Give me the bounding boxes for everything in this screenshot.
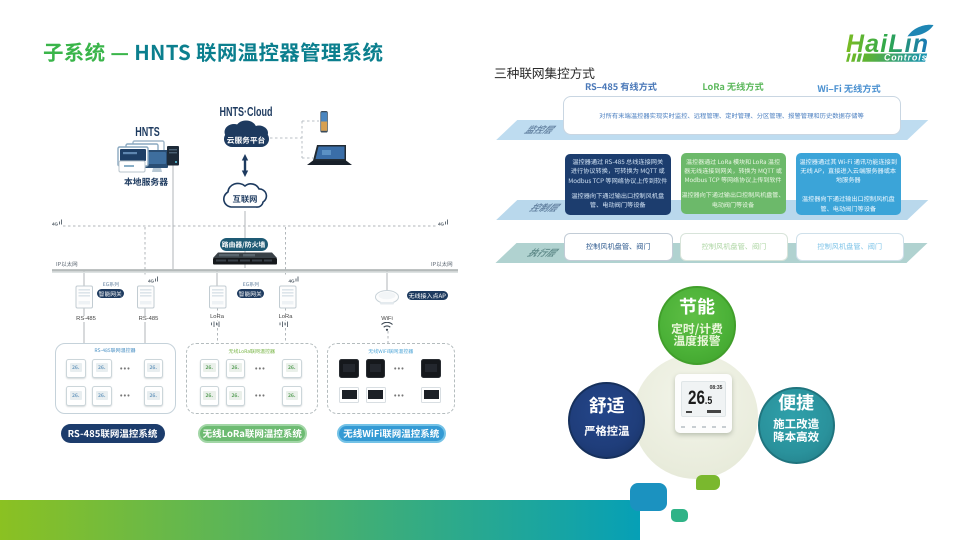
svg-text:Controls: Controls	[884, 53, 927, 63]
svg-text:4G: 4G	[52, 222, 59, 227]
svg-text:4G: 4G	[148, 279, 155, 284]
svg-text:4G: 4G	[438, 222, 445, 227]
svg-text:4G: 4G	[289, 279, 296, 284]
